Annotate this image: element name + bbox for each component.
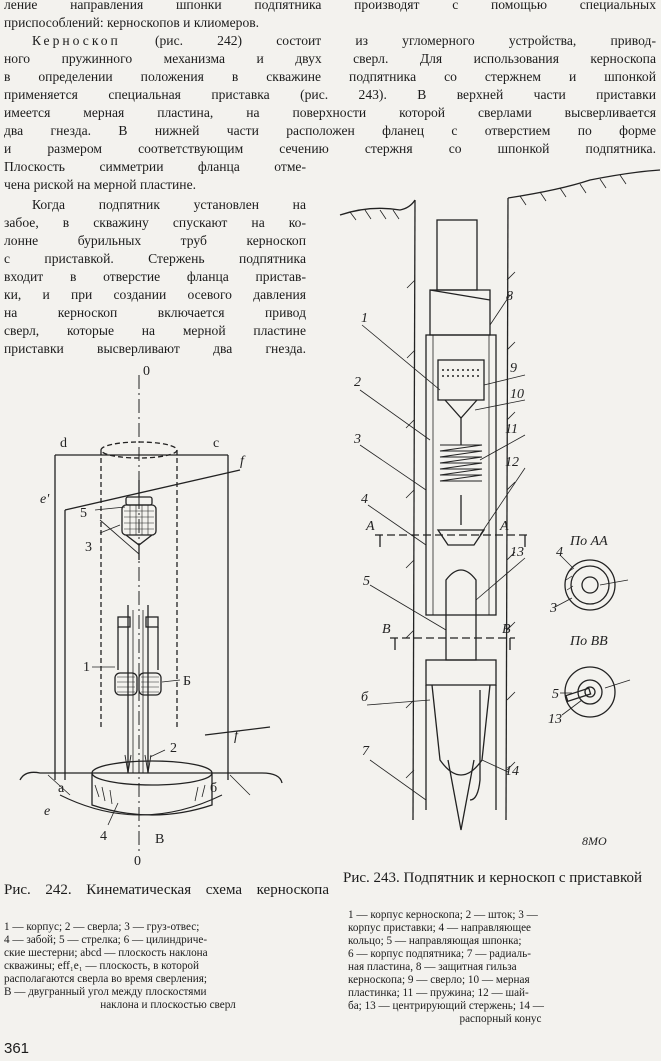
legend-line: 4 — забой; 5 — стрелка; 6 — цилиндриче-: [4, 934, 208, 946]
legend-line: корпус приставки; 4 — направляющее: [348, 922, 532, 934]
label-6: Б: [183, 674, 191, 689]
legend-line: кольцо; 5 — направляющая шпонка;: [348, 935, 522, 947]
label-1: 1: [83, 660, 90, 675]
text-line: лонне бурильных труб керноскоп: [4, 233, 306, 248]
label-axis-0-bottom: 0: [134, 854, 141, 869]
text-line: с приставкой. Стержень подпятника: [4, 251, 306, 266]
text-line: и размером соответствующим сечению стерж…: [4, 141, 656, 156]
label-A-left: A: [365, 519, 375, 534]
figure-243-legend: 1 — корпус керноскопа; 2 — шток; 3 — кор…: [348, 909, 653, 1026]
label-2: 2: [354, 375, 361, 390]
text-line: применяется специальная приставка (рис. …: [4, 87, 656, 102]
label-f-top: f: [240, 454, 246, 469]
label-B-left: B: [382, 622, 391, 637]
text-line: чена риской на мерной пластине.: [4, 177, 196, 192]
figure-242-caption: Рис. 242. Кинематическая схема керноскоп…: [4, 882, 329, 898]
label-1: 1: [361, 311, 368, 326]
label-section-BB: По ВВ: [569, 634, 608, 649]
label-a: a: [58, 781, 65, 796]
text-fragment: (рис. 242) состоит из угломерного устрой…: [154, 33, 656, 48]
legend-line: 1 — корпус; 2 — сверла; 3 — груз-отвес;: [4, 921, 200, 933]
figure-243-drawing: 8 1 9 2 10 11 3 12 4 A A 13 5 B B б 7 14…: [339, 169, 661, 848]
text-line: забое, в скважину спускают на ко-: [4, 215, 306, 230]
label-B-right: B: [502, 622, 511, 637]
label-e-prime: e': [40, 492, 50, 507]
text-line: на керноскоп включается привод: [4, 305, 306, 320]
label-section-AA-4: 4: [556, 545, 563, 560]
label-9: 9: [510, 361, 517, 376]
figure-242-legend: 1 — корпус; 2 — сверла; 3 — груз-отвес; …: [4, 921, 332, 1012]
legend-line: ба; 13 — центрирующий стержень; 14 —: [348, 1000, 544, 1012]
text-line: имеется мерная пластина, на поверхности …: [4, 105, 656, 120]
legend-line: распорный конус: [459, 1013, 542, 1025]
text-line: в определении положения в скважине подпя…: [4, 69, 656, 84]
legend-line: ная пластина, 8 — защитная гильза: [348, 961, 517, 973]
label-7: 7: [362, 744, 370, 759]
legend-line: 6 — корпус подпятника; 7 — радиаль-: [348, 948, 531, 960]
text-line: приставки высверливают два гнезда.: [4, 341, 306, 356]
label-4: 4: [361, 492, 368, 507]
label-A-right: A: [499, 519, 509, 534]
text-line: Керноскоп (рис. 242) состоит из угломерн…: [4, 32, 656, 50]
term-kernoskop: Керноскоп: [32, 33, 121, 48]
label-c: c: [213, 436, 219, 451]
legend-line: ские шестерни; abcd — плоскость наклона: [4, 947, 208, 959]
label-12: 12: [505, 455, 519, 470]
figure-243-caption: Рис. 243. Подпятник и керноскоп с приста…: [343, 870, 642, 886]
label-section-AA-3: 3: [549, 601, 557, 616]
figure-242-drawing: 0 d c f e' 5 3 1 Б 2 f a б e 4 B 0: [19, 364, 283, 869]
label-13: 13: [510, 545, 524, 560]
text-line: Когда подпятник установлен на: [32, 197, 306, 212]
label-signature: 8MO: [582, 834, 607, 848]
legend-line: наклона и плоскостью сверл: [100, 999, 236, 1011]
label-section-AA: По АА: [569, 534, 608, 549]
label-section-BB-13: 13: [548, 712, 562, 727]
legend-line: 1 — корпус керноскопа; 2 — шток; 3 —: [348, 909, 538, 921]
label-14: 14: [505, 764, 519, 779]
label-6: б: [361, 690, 369, 705]
label-B: B: [155, 832, 164, 847]
label-e: e: [44, 804, 50, 819]
text-line: ление направления шпонки подпятника прои…: [4, 0, 656, 12]
page-number: 361: [4, 1040, 30, 1057]
label-10: 10: [510, 387, 524, 402]
text-line: ного пружинного механизма и двух сверл. …: [4, 51, 656, 66]
legend-line: располагаются сверла во время сверления;: [4, 973, 207, 985]
legend-line: скважины; eff₁e₁ — плоскость, в которой: [4, 960, 199, 972]
label-11: 11: [505, 422, 518, 437]
text-line: ки, и при создании осевого давления: [4, 287, 306, 302]
label-3: 3: [353, 432, 361, 447]
legend-line: B — двугранный угол между плоскостями: [4, 986, 207, 998]
label-2: 2: [170, 741, 177, 756]
text-line: сверл, которые на мерной пластине: [4, 323, 306, 338]
label-b: б: [210, 781, 217, 796]
text-line: приспособлений: керноскопов и клиомеров.: [4, 15, 260, 30]
label-5: 5: [80, 506, 87, 521]
legend-line: пластинка; 11 — пружина; 12 — шай-: [348, 987, 529, 999]
label-section-BB-5: 5: [552, 687, 559, 702]
figure-243-kernoskop-assembly: 8 1 9 2 10 11 3 12 4 A A 13 5 B B б 7 14…: [330, 160, 661, 875]
label-8: 8: [506, 289, 513, 304]
label-d: d: [60, 436, 67, 451]
label-4: 4: [100, 829, 107, 844]
legend-line: керноскопа; 9 — сверло; 10 — мерная: [348, 974, 530, 986]
label-f-bottom: f: [234, 729, 240, 744]
text-line: два гнезда. В нижней части расположен фл…: [4, 123, 656, 138]
figure-242-kinematic-scheme: 0 d c f e' 5 3 1 Б 2 f a б e 4 B 0: [0, 355, 320, 875]
text-line: Плоскость симметрии фланца отме-: [4, 159, 306, 174]
label-axis-0-top: 0: [143, 364, 150, 379]
label-5: 5: [363, 574, 370, 589]
text-line: входит в отверстие фланца пристав-: [4, 269, 306, 284]
label-3: 3: [85, 540, 92, 555]
